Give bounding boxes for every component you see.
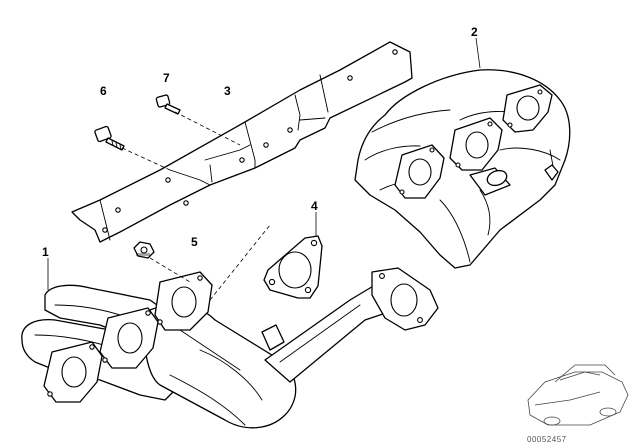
- leader-lines: [47, 37, 481, 301]
- callout-5: 5: [191, 235, 198, 249]
- callout-7: 7: [163, 71, 170, 85]
- exhaust-manifold-part-1[interactable]: [21, 267, 439, 429]
- heat-shield[interactable]: [71, 41, 413, 243]
- callout-4: 4: [311, 199, 318, 213]
- bolt-part-7[interactable]: [155, 94, 181, 115]
- vehicle-thumbnail: [520, 350, 630, 435]
- bolt-part-6[interactable]: [94, 125, 125, 151]
- gasket-part-4[interactable]: [263, 235, 323, 299]
- reference-number: 00052457: [527, 435, 567, 444]
- callout-1: 1: [42, 245, 49, 259]
- callout-6: 6: [100, 84, 107, 98]
- callout-2: 2: [471, 25, 478, 39]
- nut-part-5[interactable]: [133, 241, 155, 259]
- exhaust-manifold-part-2[interactable]: [354, 69, 571, 269]
- callout-3: 3: [224, 84, 231, 98]
